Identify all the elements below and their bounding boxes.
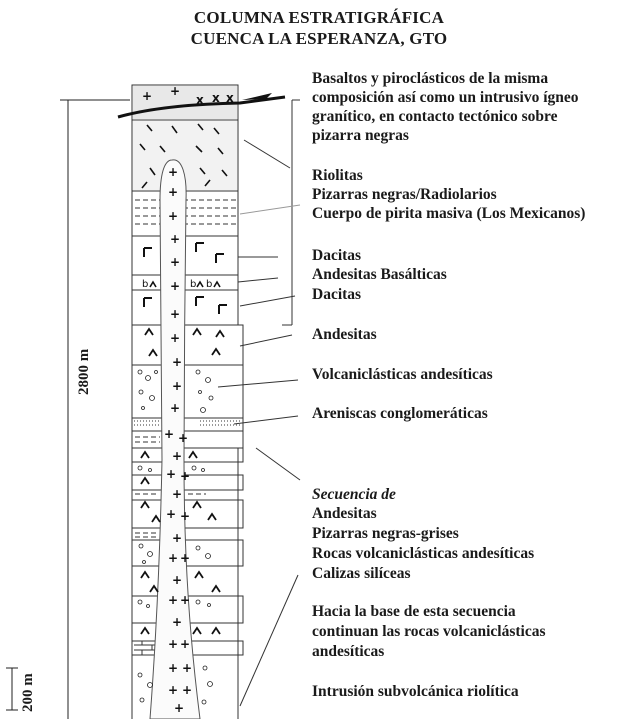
fault-arrow — [242, 93, 272, 100]
label-secuencia-pizarras: Pizarras negras-grises — [312, 525, 459, 542]
intrusion-body — [149, 159, 201, 719]
svg-text:+: + — [166, 467, 176, 481]
svg-text:+: + — [168, 185, 178, 199]
svg-text:+: + — [170, 84, 180, 98]
svg-text:x: x — [196, 93, 204, 107]
label-basaltos-4: pizarra negras — [312, 127, 409, 144]
svg-text:+: + — [168, 165, 178, 179]
svg-text:+: + — [180, 551, 190, 565]
leader-dacitas2 — [239, 295, 296, 307]
svg-text:b: b — [206, 279, 212, 290]
svg-text:+: + — [172, 449, 182, 463]
label-secuencia-title: Secuencia de — [312, 486, 396, 503]
label-secuencia-rocas: Rocas volcaniclásticas andesíticas — [312, 545, 535, 562]
svg-text:+: + — [170, 232, 180, 246]
label-base-note-1: Hacia la base de esta secuencia — [312, 603, 516, 620]
svg-text:+: + — [180, 593, 190, 607]
rhyolite-ticks — [139, 123, 228, 189]
label-pirita: Cuerpo de pirita masiva (Los Mexicanos) — [312, 205, 586, 222]
label-intrusion: Intrusión subvolcánica riolítica — [312, 683, 519, 700]
diagram-title-line2: CUENCA LA ESPERANZA, GTO — [190, 29, 448, 48]
label-andesitas: Andesitas — [312, 326, 377, 343]
svg-text:+: + — [142, 89, 152, 103]
leader-intrusion — [239, 574, 299, 707]
svg-text:+: + — [170, 331, 180, 345]
label-areniscas: Areniscas conglomeráticas — [312, 405, 488, 422]
leader-riolitas — [243, 139, 291, 169]
svg-text:+: + — [170, 279, 180, 293]
svg-text:+: + — [182, 683, 192, 697]
label-secuencia-calizas: Calizas silíceas — [312, 565, 411, 582]
label-dacitas-1: Dacitas — [312, 247, 362, 264]
svg-text:x: x — [212, 91, 220, 105]
svg-text:+: + — [168, 637, 178, 651]
svg-text:+: + — [180, 509, 190, 523]
svg-text:+: + — [168, 209, 178, 223]
svg-text:+: + — [170, 307, 180, 321]
svg-text:+: + — [168, 683, 178, 697]
label-basaltos-2: composición así como un intrusivo ígneo — [312, 89, 579, 106]
leader-pirita — [239, 204, 301, 215]
leader-areniscas — [233, 415, 299, 425]
label-riolitas: Riolitas — [312, 167, 363, 184]
svg-text:b: b — [190, 279, 196, 290]
label-secuencia-andesitas: Andesitas — [312, 505, 377, 522]
svg-text:+: + — [168, 661, 178, 675]
label-pizarras-radiolarios: Pizarras negras/Radiolarios — [312, 186, 497, 203]
volcaniclastic-circles — [137, 369, 214, 705]
svg-text:+: + — [170, 255, 180, 269]
svg-text:+: + — [178, 431, 188, 445]
svg-text:+: + — [172, 573, 182, 587]
leader-andbasalt — [237, 277, 279, 283]
svg-text:+: + — [172, 615, 182, 629]
label-base-note-3: andesíticas — [312, 643, 385, 660]
total-thickness-label: 2800 m — [76, 348, 92, 395]
svg-text:+: + — [168, 593, 178, 607]
label-andesitas-basalticas: Andesitas Basálticas — [312, 266, 447, 283]
intrusion-plus-symbols: + + + + + + + + + + + + + + + + + + + + + + + + + + + + + + + + + — [164, 165, 192, 715]
svg-text:+: + — [166, 507, 176, 521]
svg-text:+: + — [182, 661, 192, 675]
svg-text:+: + — [174, 701, 184, 715]
leader-andesitas — [239, 334, 293, 347]
label-basaltos-3: granítico, en contacto tectónico sobre — [312, 108, 558, 125]
svg-text:+: + — [168, 551, 178, 565]
column-outline — [131, 84, 244, 719]
sandstone-pattern — [134, 420, 240, 426]
diagram-title-line1: COLUMNA ESTRATIGRÁFICA — [193, 8, 445, 27]
svg-text:+: + — [180, 469, 190, 483]
svg-text:+: + — [170, 401, 180, 415]
leader-secuencia — [255, 447, 301, 481]
andesite-symbols — [140, 327, 225, 635]
svg-text:+: + — [172, 355, 182, 369]
leader-volcaniclasticas — [217, 379, 299, 388]
svg-text:+: + — [164, 427, 174, 441]
svg-text:+: + — [180, 637, 190, 651]
lower-sequence-steps — [237, 448, 244, 656]
svg-text:x: x — [226, 91, 234, 105]
label-volcaniclasticas: Volcaniclásticas andesíticas — [312, 366, 493, 383]
svg-text:+: + — [172, 531, 182, 545]
scale-bar-label: 200 m — [20, 673, 36, 712]
label-basaltos-1: Basaltos y piroclásticos de la misma — [312, 70, 549, 87]
tectonic-contact — [117, 95, 286, 119]
svg-text:+: + — [172, 487, 182, 501]
svg-text:+: + — [172, 379, 182, 393]
svg-text:b: b — [142, 279, 148, 290]
label-dacitas-2: Dacitas — [312, 286, 362, 303]
dacite-symbols — [143, 242, 227, 314]
label-base-note-2: continuan las rocas volcaniclásticas — [312, 623, 546, 640]
